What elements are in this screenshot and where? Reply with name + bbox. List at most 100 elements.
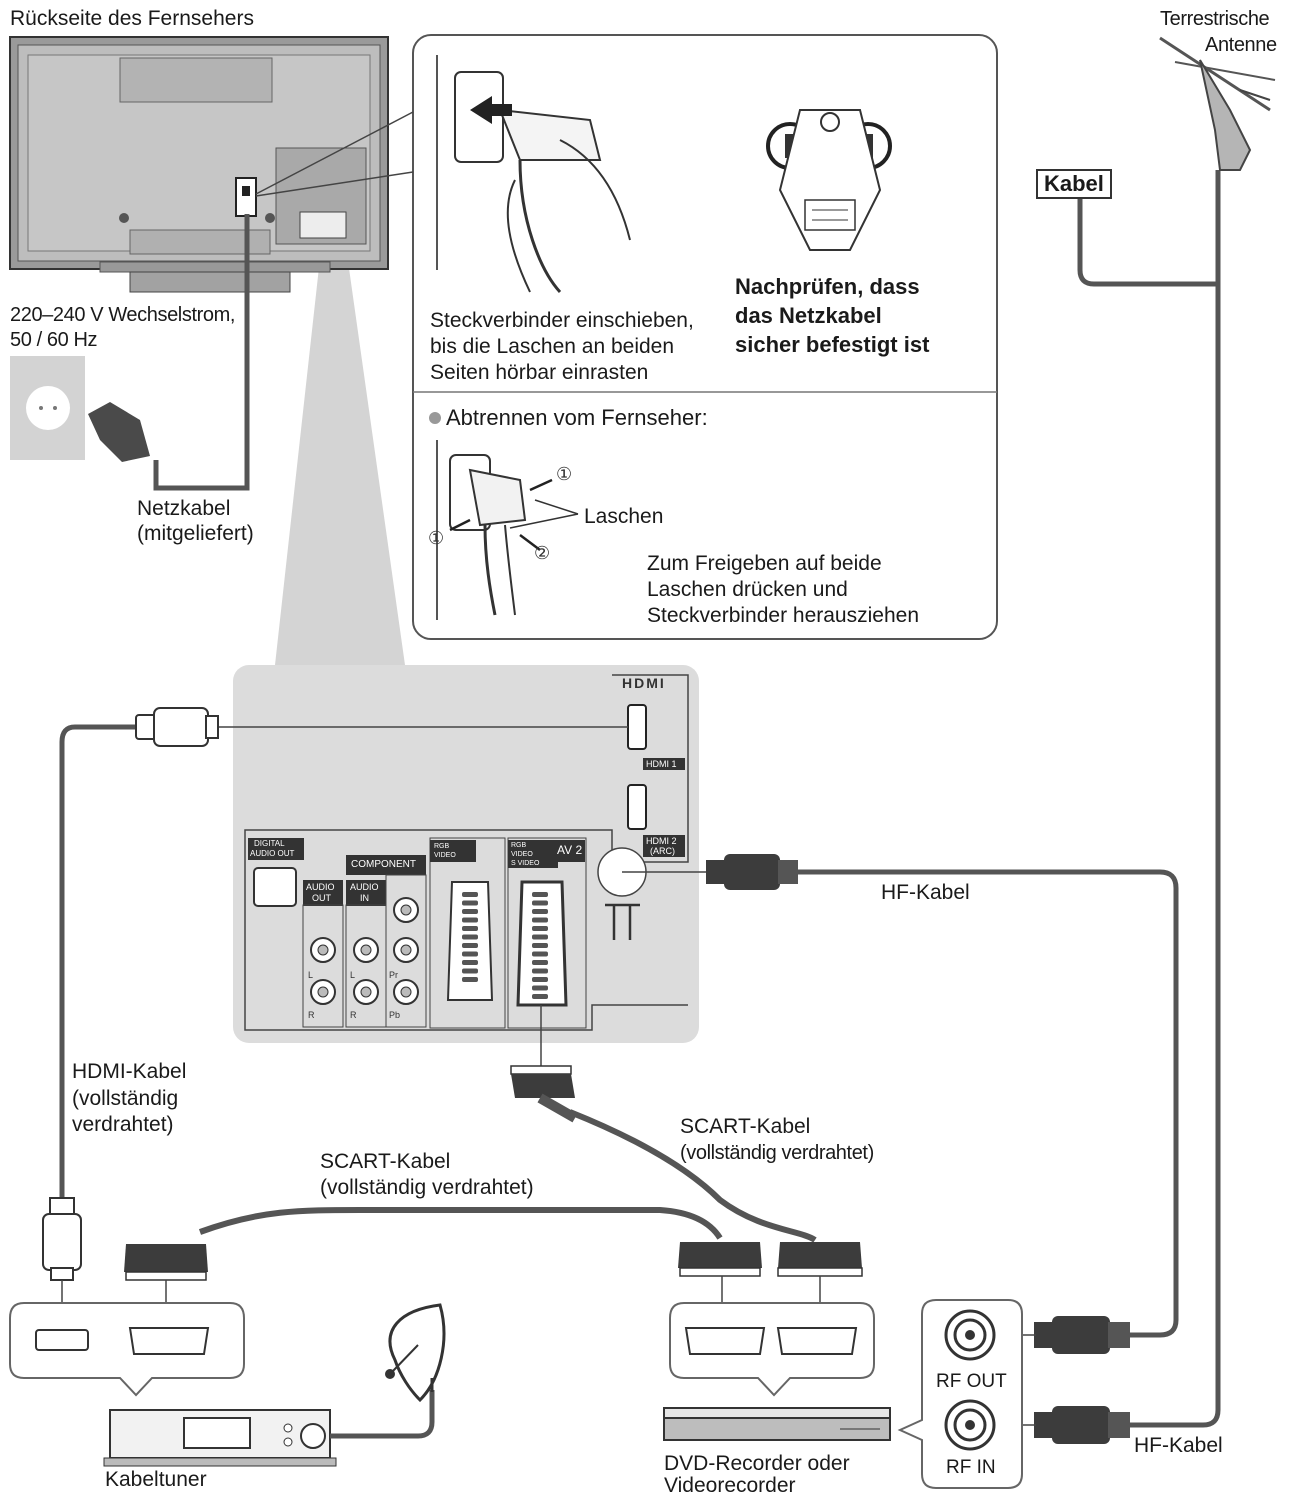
scart-pin [532,934,548,940]
satellite-dish-illustration [385,1303,446,1403]
scart-plug-recorder-right [777,1242,863,1277]
disconnect-bullet [429,412,441,424]
power-cable-label-line1: Netzkabel [137,497,231,520]
tv-back-illustration [9,36,389,293]
scart-right-label-line2: (vollständig verdrahtet) [680,1142,874,1164]
satellite-cable [330,1390,435,1439]
release-instruction-line3: Steckverbinder herausziehen [647,604,919,627]
component-pr-label: Pr [389,970,398,980]
scart-pin [532,926,548,931]
av1-video-label: VIDEO [434,852,456,859]
scart-pins [462,892,548,999]
audio-out-label-line1: AUDIO [306,882,335,892]
check-note-line1: Nachprüfen, dass [735,274,920,299]
power-cable-label-line2: (mitgeliefert) [137,522,254,545]
rca-jack [310,937,336,963]
component-pb-label: Pb [389,1010,401,1020]
tv-back-title: Rückseite des Fernsehers [10,7,254,30]
cable-tuner-illustration [103,1409,337,1467]
plug-release-illustration [436,440,579,620]
cable-tuner-label: Kabeltuner [105,1468,207,1491]
recorder-illustration [663,1407,891,1441]
zoom-funnel-shade [275,240,405,665]
scart-pin [532,985,548,991]
hdmi-plug-top [135,707,219,747]
scart-plug-tuner [124,1244,208,1281]
scart-pin [462,977,478,982]
av2-label: AV 2 [557,843,583,857]
antenna-illustration [1159,36,1276,171]
digital-audio-label-line2: AUDIO OUT [250,849,295,858]
release-instruction-line2: Laschen drücken und [647,578,848,601]
scart-pin [462,943,478,948]
audio-in-r-label: R [350,1010,357,1020]
hdmi-logo: HDMI [622,675,666,691]
rf-in-socket [944,1399,996,1451]
kabel-branch [1077,196,1218,287]
tabs-label: Laschen [584,505,664,528]
power-spec-line2: 50 / 60 Hz [10,329,98,351]
callout-pointer-bottom [255,171,414,197]
scart-plug-tv [510,1065,578,1123]
audio-out-label-line2: OUT [312,893,331,903]
scart-pin [532,960,548,965]
rca-jack [393,897,419,923]
rf-plug-out [1034,1316,1130,1354]
terminal-panel [233,665,699,1043]
hdmi-cable-label-line2: (vollständig [72,1087,179,1110]
check-note-line2: das Netzkabel [735,303,882,328]
component-label: COMPONENT [351,859,416,870]
scart-cable-left [198,1207,723,1240]
scart-pin [462,934,478,940]
rf-plug-top [706,854,798,890]
scart-pin [462,926,478,931]
recorder-label-line1: DVD-Recorder oder [664,1452,850,1475]
scart-pin [532,994,548,999]
rf-cable-top [798,869,1179,1338]
audio-out-l-label: L [308,970,314,980]
recorder-callout [669,1302,875,1397]
rf-out-socket [944,1309,996,1361]
scart-pin [532,900,548,906]
digital-audio-label-line1: DIGITAL [254,839,285,848]
tuner-callout [9,1302,245,1397]
scart-pin [462,960,478,965]
scart-pin [462,951,478,957]
recorder-label-line2: Videorecorder [664,1474,796,1497]
scart-pin [532,968,548,974]
rca-jacks [310,897,419,1005]
scart-right-label-line1: SCART-Kabel [680,1115,811,1138]
scart-pin [462,909,478,914]
av2-video-label: VIDEO [511,851,533,858]
av1-rgb-label: RGB [434,843,450,850]
rca-jack [310,979,336,1005]
hdmi-cable-label-line1: HDMI-Kabel [72,1060,187,1083]
recorder-scart-socket-right [776,1327,858,1355]
insert-instruction-line2: bis die Laschen an beiden [430,335,675,358]
scart-pin [532,951,548,957]
audio-in-label-line2: IN [360,893,369,903]
step-marker-1a: ① [556,464,573,484]
scart-pin [532,909,548,914]
disconnect-title: Abtrennen vom Fernseher: [446,405,708,430]
wall-socket-illustration [10,356,150,462]
antenna-down-lead [1128,170,1221,1428]
step-marker-1b: ① [428,528,445,548]
scart-cable-right [568,1109,817,1243]
tuner-hdmi-socket [35,1329,89,1351]
scart-plug-recorder-left [678,1242,762,1277]
audio-in-label-line1: AUDIO [350,882,379,892]
scart-left-label-line1: SCART-Kabel [320,1150,451,1173]
hdmi-cable [59,724,140,1205]
hdmi-plug-bottom [42,1197,82,1281]
rca-jack [353,937,379,963]
antenna-label-line2: Antenne [1205,34,1277,56]
rf-in-label: RF IN [946,1457,996,1478]
insert-instruction-line1: Steckverbinder einschieben, [430,309,694,332]
plug-insert-illustration [436,55,647,295]
scart-pin [532,943,548,948]
hdmi-cable-label-line3: verdrahtet) [72,1113,174,1136]
rca-jack [353,979,379,1005]
check-note-line3: sicher befestigt ist [735,332,930,357]
